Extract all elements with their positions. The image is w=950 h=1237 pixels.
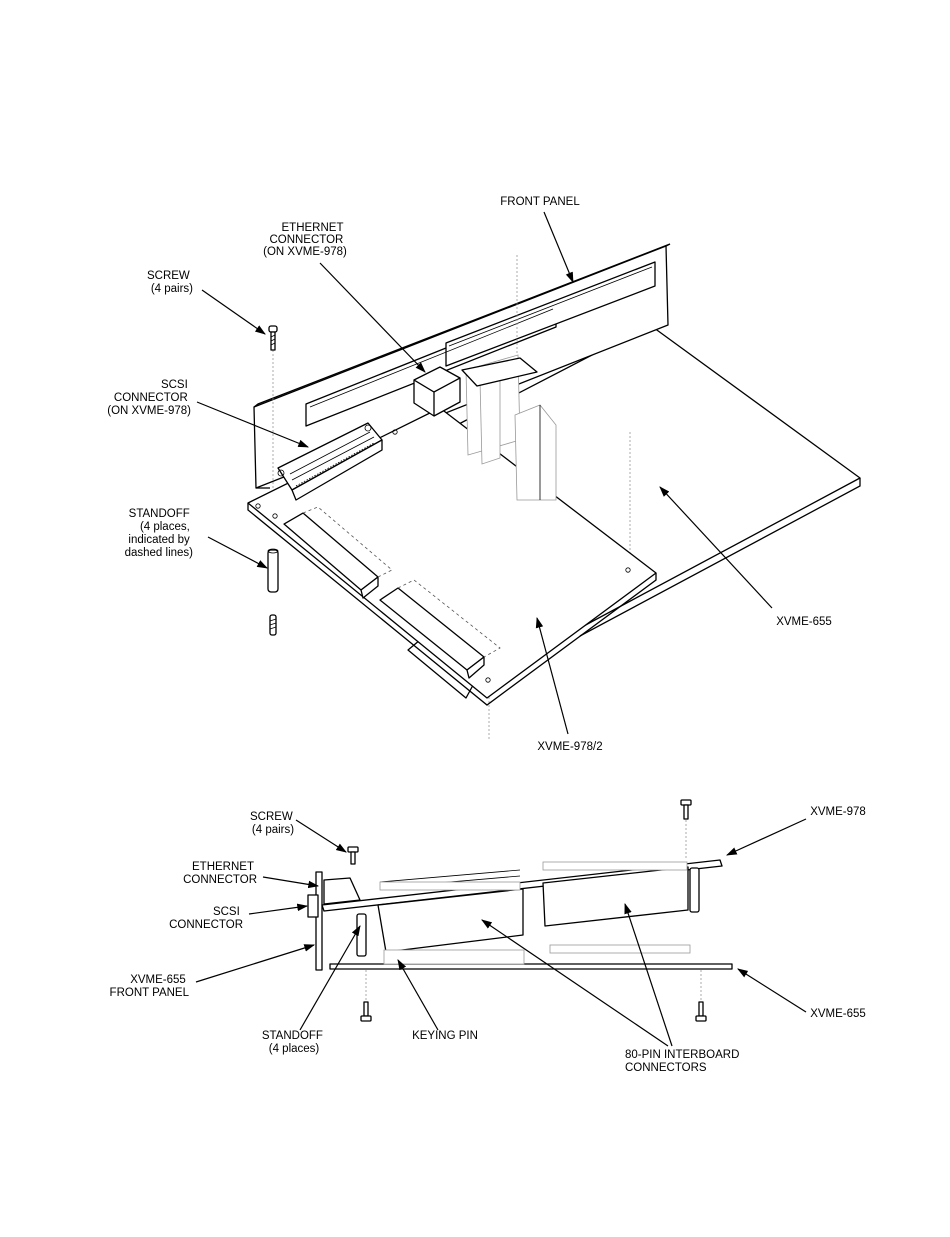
- side-scsi-connector: [307, 894, 319, 918]
- ethernet-connector-block: [413, 357, 538, 417]
- label-xvme655-side: XVME-655: [810, 1008, 866, 1020]
- screw-part-bottom: [269, 614, 277, 636]
- side-xvme978-board: [321, 859, 723, 912]
- label-scsi-connector-top: SCSI CONNECTOR (ON XVME-978): [107, 379, 191, 417]
- front-panel-part: [253, 243, 671, 489]
- label-standoff-top: STANDOFF (4 places, indicated by dashed …: [125, 508, 194, 559]
- label-screw-top: SCREW (4 pairs): [147, 270, 193, 295]
- top-view-arrows: [196, 211, 773, 735]
- side-front-panel: [315, 871, 323, 971]
- side-view: [307, 799, 733, 1022]
- isometric-view: [247, 243, 861, 740]
- side-ethernet-connector: [323, 877, 361, 905]
- label-keying-pin: KEYING PIN: [412, 1030, 478, 1042]
- side-standoff-left: [356, 913, 367, 957]
- label-standoff-side: STANDOFF (4 places): [262, 1030, 326, 1055]
- label-ethernet-side: ETHERNET CONNECTOR: [183, 861, 257, 886]
- label-ethernet-connector: ETHERNET CONNECTOR (ON XVME-978): [263, 222, 347, 258]
- label-xvme655-top: XVME-655: [776, 616, 832, 628]
- side-view-arrows: [195, 818, 807, 1047]
- screw-part-top: [268, 325, 278, 351]
- side-screws: [347, 799, 707, 1022]
- label-screw-side: SCREW (4 pairs): [250, 811, 296, 836]
- label-front-panel-side: XVME-655 FRONT PANEL: [110, 974, 190, 999]
- scsi-connector-block: [277, 422, 383, 501]
- label-xvme978-2: XVME-978/2: [537, 741, 602, 753]
- standoff-part-top: [267, 548, 279, 593]
- side-interboard-connectors: [377, 861, 691, 965]
- label-scsi-side: SCSI CONNECTOR: [169, 906, 243, 931]
- label-xvme978-side: XVME-978: [810, 806, 866, 818]
- side-xvme655-board: [329, 963, 733, 970]
- label-interboard: 80-PIN INTERBOARD CONNECTORS: [625, 1049, 743, 1074]
- label-front-panel: FRONT PANEL: [500, 196, 580, 208]
- side-standoff-right: [689, 867, 700, 913]
- interboard-connectors-top: [283, 506, 501, 679]
